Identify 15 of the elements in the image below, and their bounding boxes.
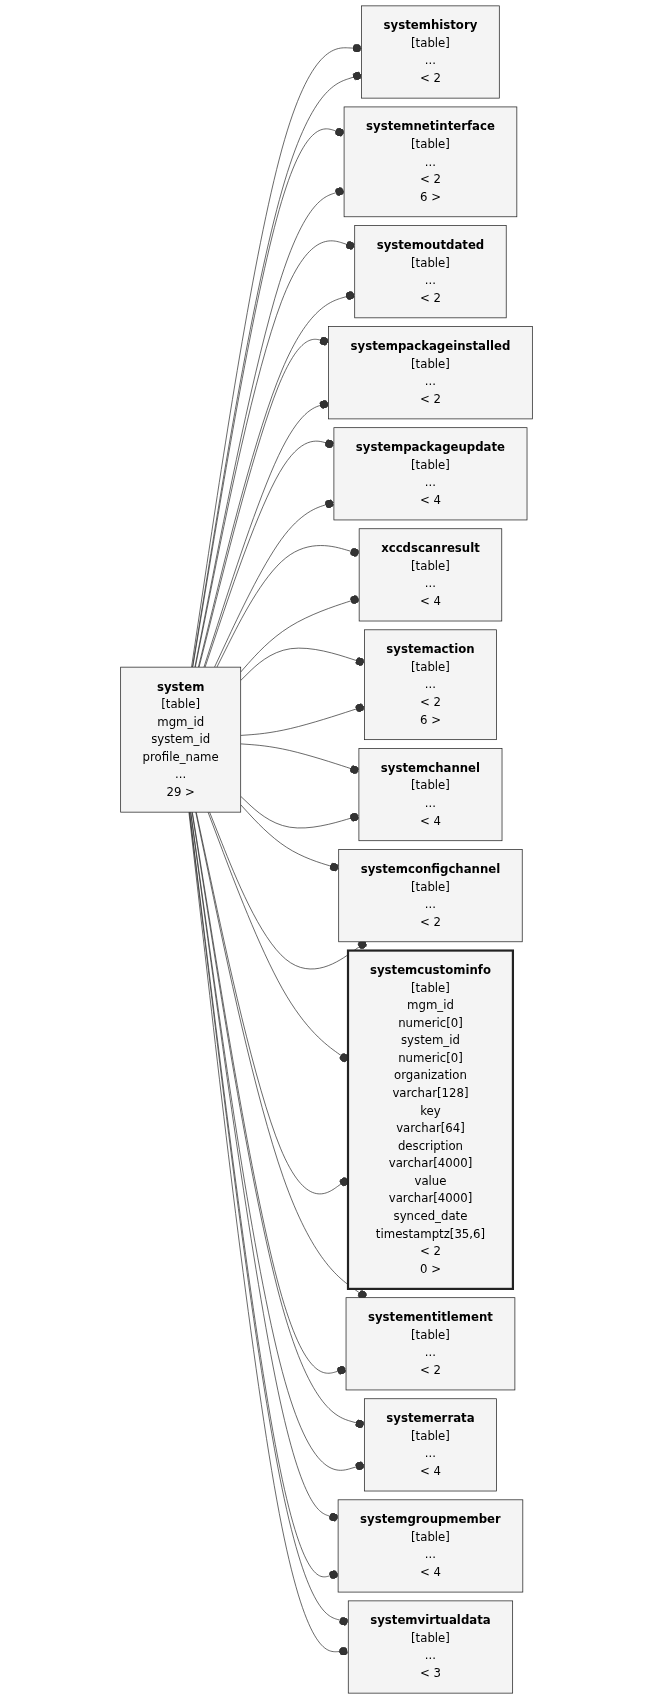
- node-box: systemerrata [table] ... < 4: [364, 1398, 497, 1492]
- node-box: systemconfigchannel [table] ... < 2: [338, 849, 523, 943]
- node-box: systempackageupdate [table] ... < 4: [333, 427, 528, 521]
- node-box: systemhistory [table] ... < 2: [361, 5, 500, 99]
- node-box: systemnetinterface [table] ... < 2 6 >: [343, 106, 518, 218]
- node-box: systempackageinstalled [table] ... < 2: [328, 326, 533, 420]
- node-box: systemvirtualdata [table] ... < 3: [347, 1600, 513, 1694]
- node-box: systemcustominfo [table] mgm_id numeric[0] system_id numeric[0] organization varchar[128] key varchar[64] description varchar[4000] value varchar[4000] synced_date timestamptz[35,6] < 2 0 >: [346, 949, 514, 1290]
- node-box: systemgroupmember [table] ... < 4: [337, 1499, 524, 1593]
- node-box: system [table] mgm_id system_id profile_name ... 29 >: [120, 666, 242, 813]
- node-box: systemaction [table] ... < 2 6 >: [364, 629, 497, 740]
- node-box: systementitlement [table] ... < 2: [345, 1297, 516, 1391]
- node-box: systemoutdated [table] ... < 2: [354, 225, 507, 319]
- node-box: xccdscanresult [table] ... < 4: [358, 528, 503, 622]
- node-box: systemchannel [table] ... < 4: [358, 748, 503, 842]
